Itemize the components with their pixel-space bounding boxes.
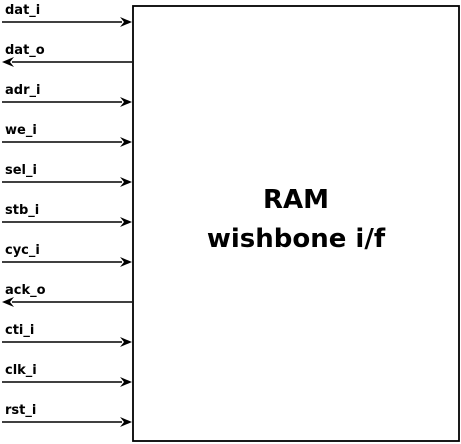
- signal-label: adr_i: [5, 83, 40, 98]
- signal-dat-i: dat_i: [2, 3, 132, 27]
- arrow-right-icon: [120, 217, 132, 227]
- arrow-right-icon: [120, 17, 132, 27]
- arrow-right-icon: [120, 137, 132, 147]
- signal-label: dat_i: [5, 3, 40, 18]
- signal-label: sel_i: [5, 163, 37, 178]
- signal-sel-i: sel_i: [2, 163, 132, 187]
- block-title-line-2: wishbone i/f: [207, 224, 386, 254]
- signal-label: ack_o: [5, 283, 46, 298]
- signal-cyc-i: cyc_i: [2, 243, 132, 267]
- arrow-left-icon: [2, 57, 14, 67]
- signal-label: rst_i: [5, 403, 36, 418]
- signal-clk-i: clk_i: [2, 363, 132, 387]
- signal-ack-o: ack_o: [2, 283, 132, 307]
- signal-label: dat_o: [5, 43, 45, 58]
- signal-stb-i: stb_i: [2, 203, 132, 227]
- signal-label: stb_i: [5, 203, 39, 218]
- signal-we-i: we_i: [2, 123, 132, 147]
- signal-label: we_i: [5, 123, 37, 138]
- arrow-right-icon: [120, 417, 132, 427]
- signal-label: cyc_i: [5, 243, 40, 258]
- arrow-right-icon: [120, 377, 132, 387]
- signal-label: cti_i: [5, 323, 34, 338]
- arrow-left-icon: [2, 297, 14, 307]
- signal-dat-o: dat_o: [2, 43, 132, 67]
- signal-adr-i: adr_i: [2, 83, 132, 107]
- signal-rst-i: rst_i: [2, 403, 132, 427]
- arrow-right-icon: [120, 97, 132, 107]
- arrow-right-icon: [120, 257, 132, 267]
- signal-label: clk_i: [5, 363, 37, 378]
- ram-wishbone-block: [132, 5, 460, 442]
- signal-ports: dat_i dat_o adr_i we_i sel_i stb_i cyc_i ack_oc…: [2, 3, 132, 427]
- block-title-line-1: RAM: [263, 185, 329, 215]
- signal-cti-i: cti_i: [2, 323, 132, 347]
- arrow-right-icon: [120, 177, 132, 187]
- arrow-right-icon: [120, 337, 132, 347]
